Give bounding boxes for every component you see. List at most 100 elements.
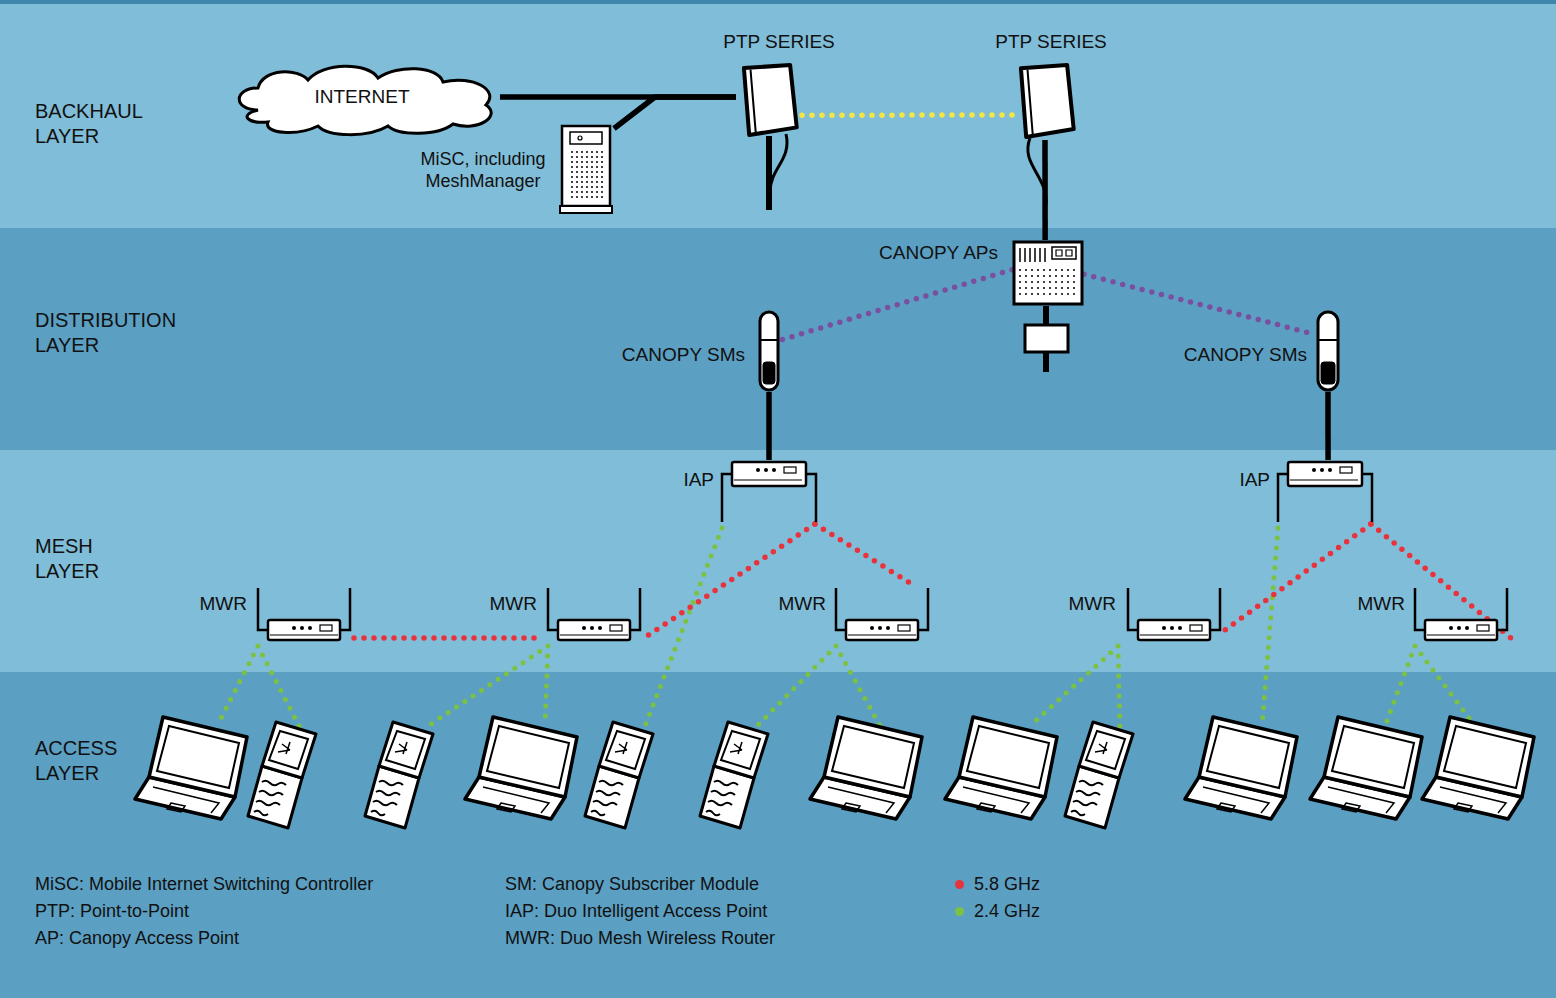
phone-icon [248,722,316,828]
legend-text: 5.8 GHz [974,871,1040,898]
intelligent-ap: IAP [1274,460,1376,524]
iap-shape [718,460,820,524]
link-line [766,392,772,460]
mwr-icon [1415,588,1507,640]
legend-item: 2.4 GHz [955,898,1040,925]
laptop-icon [1310,717,1422,819]
phone-icon [365,722,433,828]
node-label: ACCESS LAYER [35,736,117,786]
wifi-link [1030,646,1120,728]
laptop-icon [465,717,577,819]
mwr-shape [1411,586,1511,642]
access-ground [0,672,1556,998]
wifi-link [425,646,548,728]
laptop-icon [1185,717,1297,819]
wifi-link [1385,646,1475,726]
link-line [815,524,915,586]
intelligent-ap: IAP [718,460,820,524]
node-label: INTERNET [315,85,410,109]
backhaul-ground [0,0,1556,228]
link-line [614,97,736,129]
mesh-router: MWR [254,586,354,642]
cloud-outline [239,66,491,134]
access-point: CANOPY APs [1012,240,1084,306]
iap-icon [722,462,816,522]
internet-cloud: INTERNET [228,60,500,134]
client-devices [135,717,1534,828]
link-line [1042,140,1048,240]
abbreviation-note: PTP: Point-to-Point [35,898,189,925]
mesh-router: MWR [1124,586,1224,642]
server-shape [558,124,614,214]
ap-icon [1014,242,1082,304]
laptop-icon [1422,717,1534,819]
mesh-router: MWR [1411,586,1511,642]
node-label: MWR [779,592,826,616]
abbreviation-note: MWR: Duo Mesh Wireless Router [505,925,775,952]
layer-band: DISTRIBUTION LAYER CANOPY APsCANOPY SMs CA… [0,228,1556,450]
mesh-ground [0,450,1556,672]
mwr-icon [836,588,928,640]
laptop-icon [810,717,922,819]
legend-swatch [955,907,964,916]
mwr-icon [258,588,350,640]
link-line [644,524,815,638]
node-label: PTP SERIES [723,30,835,54]
legend-text: 2.4 GHz [974,898,1040,925]
abbreviation-note: IAP: Duo Intelligent Access Point [505,898,767,925]
link-line [780,270,1012,341]
node-label: CANOPY SMs [1184,343,1307,367]
wifi-links [218,528,1475,728]
subscriber-module: CANOPY SMs [1316,310,1340,392]
laptop-icon [135,717,247,819]
link-line [802,112,1013,118]
node-label: MiSC, including MeshManager [408,148,558,193]
sm-shape [758,310,780,392]
ptp-radio: PTP SERIES [1013,62,1079,140]
iap-shape [1274,460,1376,524]
wifi-link [218,646,300,728]
ap-mount-box [1025,325,1068,352]
laptop-icon [945,717,1057,819]
layer-band: BACKHAUL LAYER INTERNET MiSC, including Me… [0,0,1556,228]
mesh-router: MWR [544,586,644,642]
node-label: BACKHAUL LAYER [35,99,142,149]
server-node: MiSC, including MeshManager [558,124,614,214]
node-label: MWR [1069,592,1116,616]
iap-icon [1278,462,1372,522]
node-label: IAP [683,468,714,492]
link-line [1224,524,1371,631]
wifi-link [1262,528,1278,726]
phone-icon [1065,722,1133,828]
node-label: DISTRIBUTION LAYER [35,308,176,358]
dish-icon [1021,65,1074,137]
node-label: IAP [1239,468,1270,492]
mesh-router: MWR [832,586,932,642]
mwr-icon [548,588,640,640]
node-label: MWR [490,592,537,616]
mwr-icon [1128,588,1220,640]
legend-item: 5.8 GHz [955,871,1040,898]
phone-icon [700,722,768,828]
node-label: CANOPY SMs [622,343,745,367]
wifi-link [755,646,880,728]
ap-shape [1012,240,1084,306]
ptp-cable [770,134,787,192]
cloud-icon [239,66,491,134]
mwr-shape [544,586,644,642]
dish-icon [744,65,797,135]
abbreviation-note: MiSC: Mobile Internet Switching Controll… [35,871,373,898]
layer-band: ACCESS LAYER [0,672,1556,998]
abbreviation-note: SM: Canopy Subscriber Module [505,871,759,898]
dish-shape [736,62,802,138]
link-line [1084,274,1316,334]
legend-swatch [955,880,964,889]
ptp-pole [766,136,772,210]
node-label: PTP SERIES [995,30,1107,54]
distribution-ground [0,228,1556,450]
